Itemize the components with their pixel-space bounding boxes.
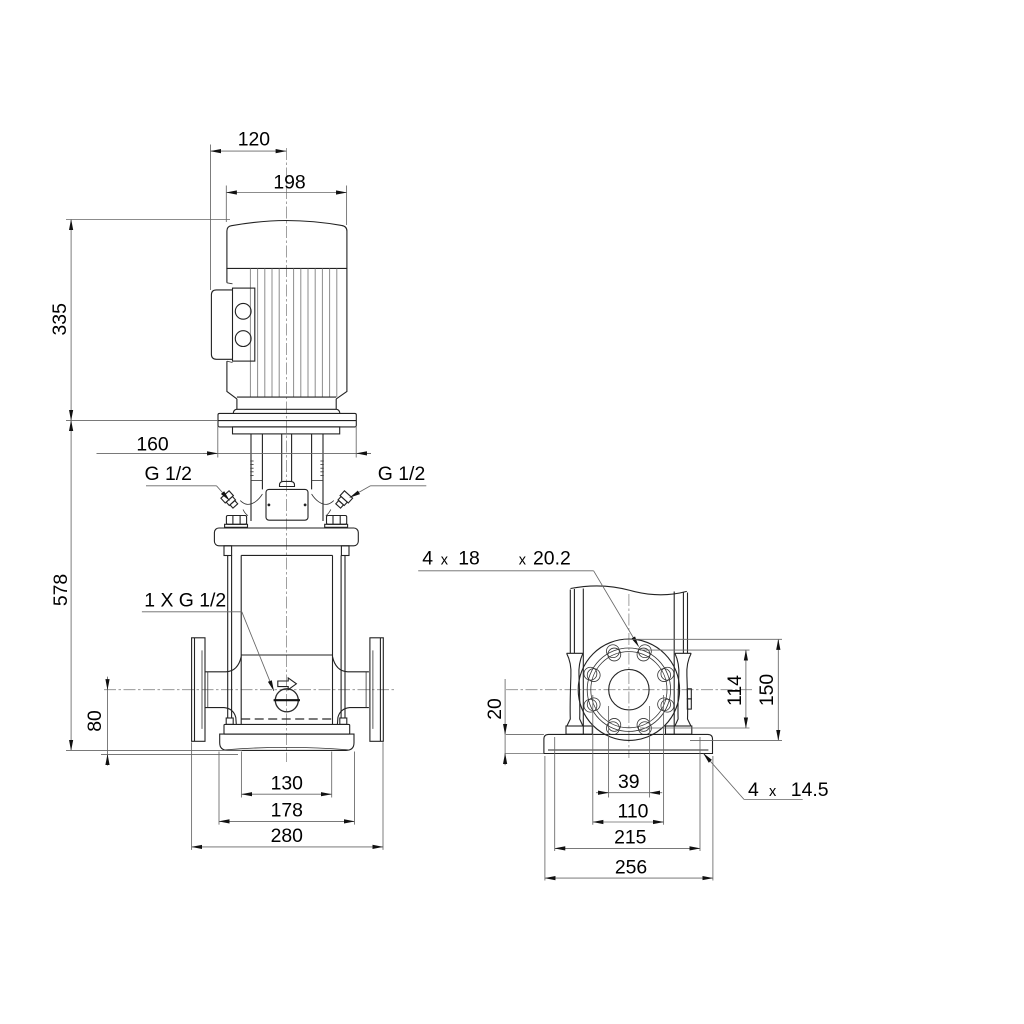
svg-text:x: x — [519, 553, 527, 569]
svg-text:335: 335 — [49, 303, 71, 335]
svg-text:x: x — [769, 784, 777, 800]
svg-text:198: 198 — [273, 171, 305, 193]
svg-text:130: 130 — [271, 773, 304, 795]
svg-text:x: x — [441, 553, 449, 569]
svg-text:4: 4 — [422, 548, 433, 570]
svg-text:178: 178 — [271, 800, 303, 822]
svg-text:1 X G 1/2: 1 X G 1/2 — [144, 589, 226, 611]
svg-text:18: 18 — [458, 548, 480, 570]
svg-text:120: 120 — [238, 128, 271, 150]
svg-text:280: 280 — [271, 825, 304, 847]
svg-text:80: 80 — [84, 710, 106, 732]
svg-text:160: 160 — [136, 434, 169, 456]
svg-text:150: 150 — [756, 674, 778, 707]
svg-text:20: 20 — [484, 698, 506, 720]
svg-text:114: 114 — [724, 675, 746, 706]
svg-text:39: 39 — [618, 771, 640, 793]
svg-text:20.2: 20.2 — [533, 548, 571, 570]
svg-text:G 1/2: G 1/2 — [378, 463, 425, 485]
svg-text:4: 4 — [748, 779, 759, 801]
svg-text:215: 215 — [614, 827, 646, 849]
svg-text:G 1/2: G 1/2 — [145, 463, 192, 485]
svg-text:14.5: 14.5 — [791, 779, 829, 801]
svg-text:110: 110 — [618, 800, 649, 822]
svg-text:578: 578 — [50, 574, 72, 606]
svg-text:256: 256 — [615, 856, 647, 878]
